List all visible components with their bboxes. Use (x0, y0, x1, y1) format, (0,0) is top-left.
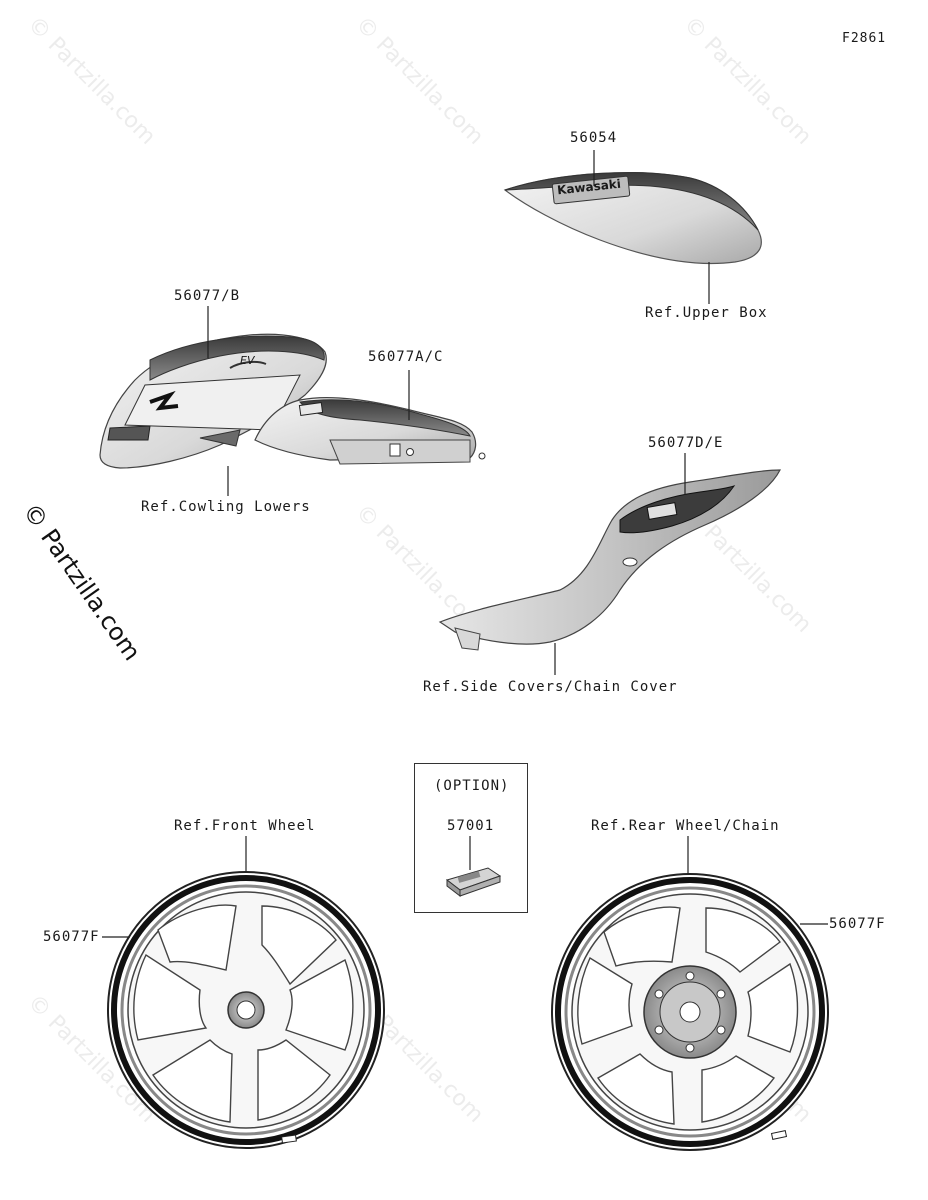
part-number-56077f-front: 56077F (43, 929, 100, 945)
ref-cowling-lowers: Ref.Cowling Lowers (141, 499, 311, 515)
option-box (414, 763, 528, 913)
option-label: (OPTION) (434, 778, 510, 794)
part-number-56077a-c: 56077A/C (368, 349, 444, 365)
decal-ev-text: EV (240, 354, 255, 367)
cowling-decal (99, 333, 327, 469)
upper-box-decal (503, 172, 762, 265)
figure-code: F2861 (842, 31, 887, 46)
part-number-57001: 57001 (447, 818, 495, 834)
ref-upper-box: Ref.Upper Box (645, 305, 768, 321)
ref-front-wheel: Ref.Front Wheel (174, 818, 316, 834)
side-cover-decal (438, 469, 781, 651)
ref-rear-wheel: Ref.Rear Wheel/Chain (591, 818, 780, 834)
part-number-56054: 56054 (570, 130, 618, 146)
ref-side-covers: Ref.Side Covers/Chain Cover (423, 679, 678, 695)
rear-wheel (551, 873, 829, 1151)
part-number-56077d-e: 56077D/E (648, 435, 724, 451)
part-number-56077f-rear: 56077F (829, 916, 886, 932)
cowling-inner-decal (254, 397, 486, 465)
front-wheel (107, 871, 385, 1149)
part-number-56077-b: 56077/B (174, 288, 241, 304)
option-part (445, 867, 502, 898)
